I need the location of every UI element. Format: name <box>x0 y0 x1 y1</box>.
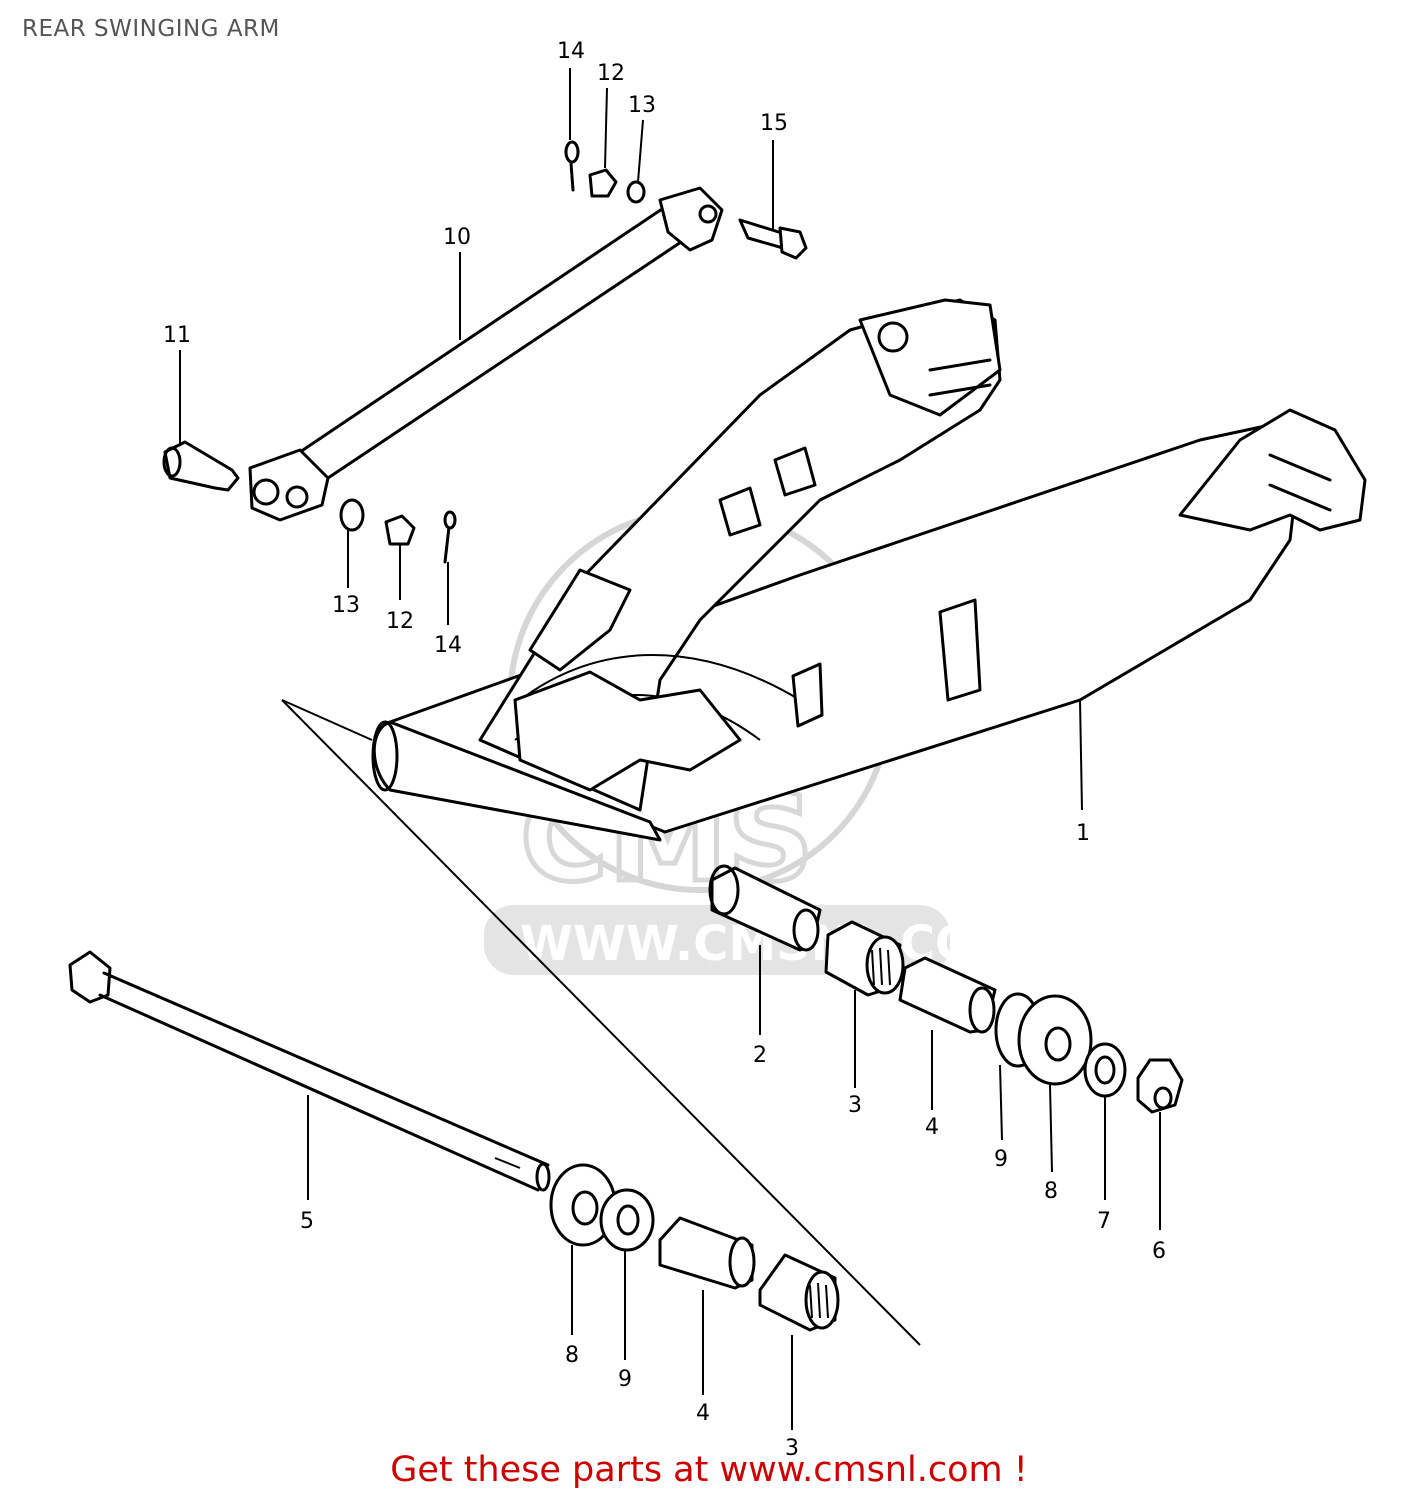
callout-2: 2 <box>753 1043 767 1068</box>
callout-12b: 12 <box>386 609 414 634</box>
callout-10: 10 <box>443 225 471 250</box>
callout-11: 11 <box>163 323 191 348</box>
hardware-bottom <box>339 498 457 564</box>
callout-4a: 4 <box>925 1115 939 1140</box>
callout-8b: 8 <box>565 1343 579 1368</box>
callout-8a: 8 <box>1044 1179 1058 1204</box>
callout-7: 7 <box>1097 1209 1111 1234</box>
explode-guides <box>281 699 921 1346</box>
part-6-nut <box>1136 1058 1184 1114</box>
callout-5: 5 <box>300 1209 314 1234</box>
callout-3a: 3 <box>848 1093 862 1118</box>
callout-4b: 4 <box>696 1401 710 1426</box>
callout-9b: 9 <box>618 1367 632 1392</box>
part-5-pivot-shaft <box>68 950 551 1192</box>
part-4-collar-upper <box>898 956 997 1034</box>
callout-3b: 3 <box>785 1436 799 1461</box>
part-8-cap-upper <box>1017 994 1093 1086</box>
callout-14b: 14 <box>434 633 462 658</box>
part-3-bearing-lower <box>758 1253 840 1332</box>
callout-1: 1 <box>1076 821 1090 846</box>
part-15-bolt <box>738 218 808 260</box>
part-7-washer <box>1083 1042 1127 1098</box>
callout-14a: 14 <box>557 39 585 64</box>
callout-6: 6 <box>1152 1239 1166 1264</box>
callout-12a: 12 <box>597 61 625 86</box>
leader-lines <box>179 68 1161 1430</box>
part-10-torque-rod <box>248 186 724 522</box>
callout-9a: 9 <box>994 1147 1008 1172</box>
part-2-spacer-tube <box>708 864 822 952</box>
footer-link-text[interactable]: Get these parts at www.cmsnl.com ! <box>390 1450 1028 1490</box>
hardware-top <box>564 140 646 204</box>
callout-13b: 13 <box>332 593 360 618</box>
callout-labels: 14 12 13 15 10 11 13 12 14 1 2 3 4 9 8 7… <box>163 39 1166 1461</box>
callout-15: 15 <box>760 111 788 136</box>
callout-13a: 13 <box>628 93 656 118</box>
page-title: REAR SWINGING ARM <box>22 16 280 42</box>
part-9-seal-lower <box>599 1188 655 1252</box>
part-4-collar-lower <box>658 1216 756 1290</box>
part-1-swing-arm <box>371 298 1367 842</box>
part-11-bolt <box>162 440 240 492</box>
part-3-bearing-upper <box>824 920 905 997</box>
